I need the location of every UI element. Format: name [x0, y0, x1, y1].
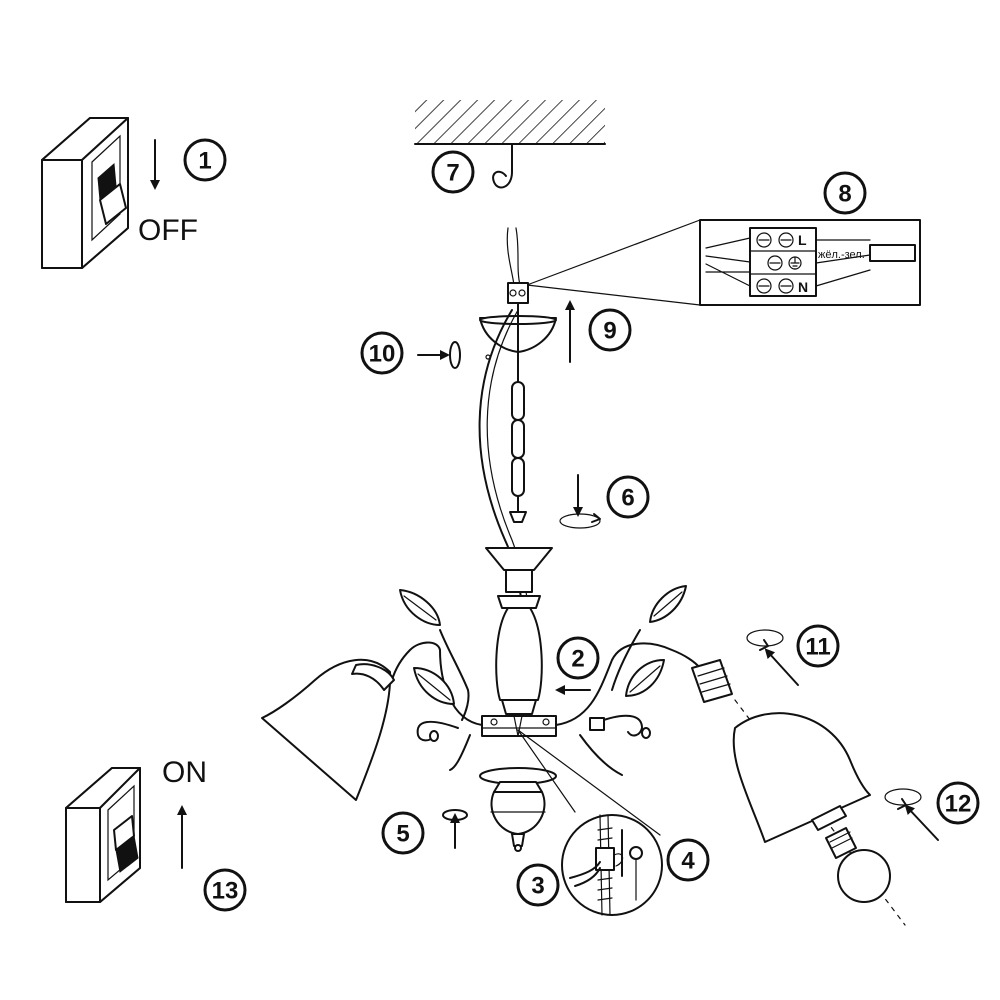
svg-text:4: 4 [681, 848, 695, 875]
right-shade-icon [732, 712, 871, 843]
off-label: OFF [138, 214, 198, 247]
up-left-arrow-icon [764, 648, 799, 686]
step-8-marker: 8 [823, 171, 867, 215]
ring-nut-icon [811, 805, 847, 831]
wire-color-label: жёл.-зел. [818, 249, 865, 261]
right-arm [555, 585, 701, 776]
chain-icon [509, 351, 527, 523]
step-1-marker: 1 [183, 138, 227, 182]
on-label: ON [162, 756, 207, 789]
switch-on-icon [65, 767, 141, 903]
bulb-icon [825, 827, 891, 903]
svg-text:2: 2 [571, 646, 584, 673]
callout-line [526, 284, 701, 306]
svg-text:13: 13 [212, 878, 239, 905]
rotate-arrow-icon [759, 639, 769, 651]
svg-text:1: 1 [198, 148, 211, 175]
terminal-block: L N жёл.-зел. [705, 227, 916, 297]
svg-text:11: 11 [805, 634, 830, 661]
wire-detail-icon [561, 814, 663, 916]
rotate-arrow-icon [591, 513, 601, 523]
svg-text:8: 8 [838, 181, 851, 208]
socket-icon [691, 659, 733, 703]
step-13-marker: 13 [203, 868, 247, 912]
terminal-n-label: N [798, 279, 808, 295]
terminal-l-label: L [798, 232, 807, 248]
step-6-marker: 6 [606, 475, 650, 519]
step-7-marker: 7 [431, 150, 475, 194]
ring-icon [884, 788, 922, 806]
ceiling-hook-icon [492, 143, 513, 189]
step-3-marker: 3 [516, 863, 560, 907]
rotate-arrow-icon [897, 798, 907, 810]
up-left-arrow-icon [904, 804, 939, 841]
svg-text:10: 10 [369, 341, 396, 368]
step-4-marker: 4 [666, 838, 710, 882]
step-12-marker: 12 [936, 781, 980, 825]
switch-off-icon [41, 117, 129, 269]
screw-cap-icon [449, 341, 461, 369]
rotate-icon [559, 513, 601, 529]
callout-line [526, 219, 701, 286]
step-2-marker: 2 [556, 636, 600, 680]
left-arm [391, 589, 483, 771]
ceiling-icon [414, 100, 606, 145]
svg-text:12: 12 [945, 791, 972, 818]
svg-text:6: 6 [621, 485, 634, 512]
callout-line [517, 729, 576, 813]
left-shade-icon [261, 658, 395, 801]
bottom-finial-icon [479, 767, 557, 852]
canopy-icon [479, 227, 557, 353]
step-9-marker: 9 [588, 308, 632, 352]
svg-text:7: 7 [446, 160, 459, 187]
svg-text:3: 3 [531, 873, 544, 900]
step-11-marker: 11 [796, 624, 840, 668]
ring-icon [746, 629, 784, 647]
svg-text:9: 9 [603, 318, 616, 345]
callout-line [517, 729, 661, 836]
step-10-marker: 10 [360, 331, 404, 375]
svg-text:5: 5 [396, 821, 409, 848]
chandelier-body [481, 547, 557, 737]
step-5-marker: 5 [381, 811, 425, 855]
